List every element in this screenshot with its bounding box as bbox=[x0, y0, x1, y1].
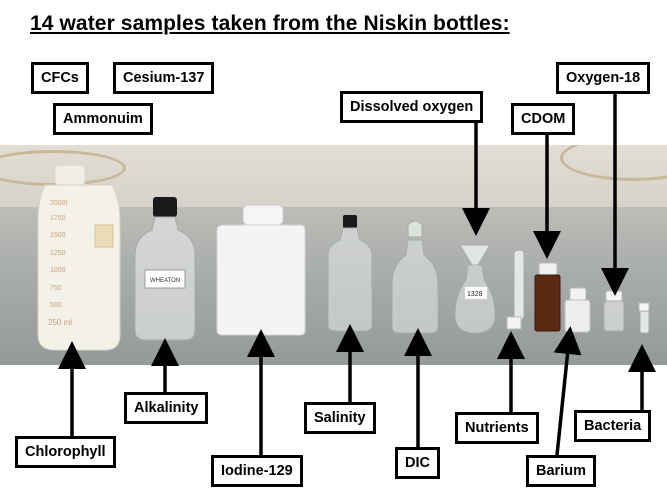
label-alkalinity: Alkalinity bbox=[124, 392, 209, 424]
svg-text:750: 750 bbox=[50, 285, 62, 292]
svg-text:250 ml: 250 ml bbox=[48, 318, 72, 327]
label-dic: DIC bbox=[395, 447, 440, 479]
bacteria-vial bbox=[638, 302, 650, 334]
bottle-marking: 2000l bbox=[50, 200, 68, 207]
cdom-bottle bbox=[534, 262, 561, 332]
svg-text:500: 500 bbox=[50, 302, 62, 309]
label-oxygen-18: Oxygen-18 bbox=[556, 62, 651, 94]
svg-text:1250: 1250 bbox=[50, 250, 66, 257]
label-chlorophyll: Chlorophyll bbox=[15, 436, 116, 468]
page-title: 14 water samples taken from the Niskin b… bbox=[30, 12, 510, 35]
salinity-bottle bbox=[327, 215, 373, 332]
svg-text:1000: 1000 bbox=[50, 267, 66, 274]
label-bacteria: Bacteria bbox=[574, 410, 652, 442]
label-salinity: Salinity bbox=[304, 402, 376, 434]
chlorophyll-bottle: 2000l 1750 1500 1250 1000 750 500 250 ml bbox=[37, 164, 121, 351]
barium-bottle bbox=[564, 287, 591, 333]
label-ammonium: Ammonuim bbox=[53, 103, 153, 135]
label-cdom: CDOM bbox=[511, 103, 576, 135]
dissolved-oxygen-flask: 1328 bbox=[454, 244, 496, 334]
svg-text:1500: 1500 bbox=[50, 232, 66, 239]
bottles-illustration: 2000l 1750 1500 1250 1000 750 500 250 ml… bbox=[37, 164, 650, 351]
label-cfcs: CFCs bbox=[31, 62, 89, 94]
svg-text:1750: 1750 bbox=[50, 215, 66, 222]
arrow-barium bbox=[553, 326, 582, 456]
svg-text:1328: 1328 bbox=[467, 291, 483, 298]
dic-bottle bbox=[391, 220, 439, 334]
label-dissolved-oxygen: Dissolved oxygen bbox=[340, 91, 484, 123]
label-cesium-137: Cesium-137 bbox=[113, 62, 215, 94]
iodine-bottle bbox=[216, 204, 306, 336]
nutrients-tube bbox=[506, 249, 525, 330]
label-iodine-129: Iodine-129 bbox=[211, 455, 303, 487]
label-barium: Barium bbox=[526, 455, 596, 487]
svg-text:WHEATON: WHEATON bbox=[150, 278, 180, 284]
label-nutrients: Nutrients bbox=[455, 412, 539, 444]
alkalinity-bottle: WHEATON bbox=[134, 197, 196, 341]
